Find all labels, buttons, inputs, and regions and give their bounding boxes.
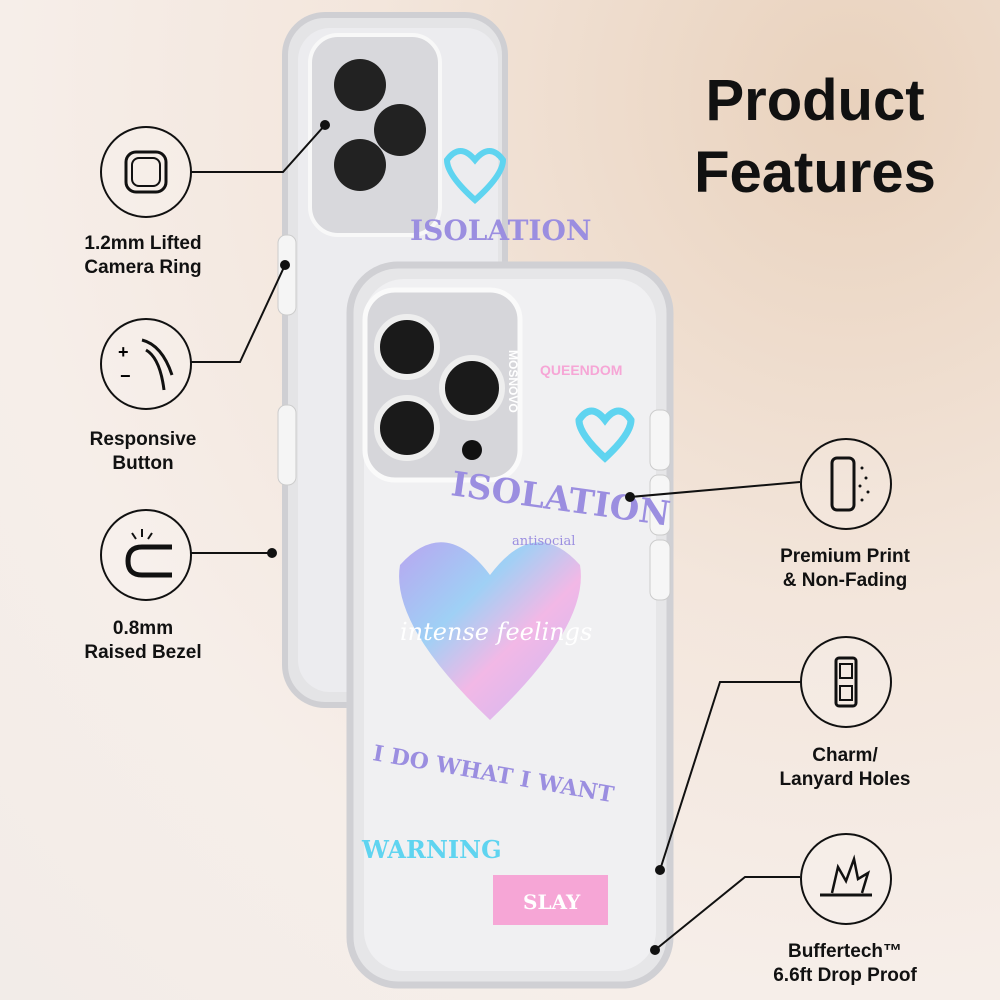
- front-phone-case: [346, 261, 674, 989]
- camera-ring-icon: [100, 126, 192, 218]
- print-warning: WARNING: [361, 835, 502, 864]
- button-press-icon: +−: [100, 318, 192, 410]
- print-slay: SLAY: [523, 890, 581, 914]
- svg-text:−: −: [120, 366, 131, 386]
- drop-impact-icon: [800, 833, 892, 925]
- svg-text:ISOLATION: ISOLATION: [410, 214, 592, 247]
- feature-lanyard-holes: Charm/Lanyard Holes: [779, 745, 911, 790]
- bezel-icon: [100, 509, 192, 601]
- page-title: Product Features: [660, 65, 970, 209]
- print-spray-icon: [800, 438, 892, 530]
- svg-text:+: +: [118, 342, 129, 362]
- leader-lines: [190, 120, 801, 955]
- brand-label: MOSNOVO: [506, 350, 520, 413]
- title-line-1: Product: [705, 68, 925, 133]
- feature-premium-print: Premium Print& Non-Fading: [780, 546, 910, 591]
- title-line-2: Features: [694, 140, 936, 205]
- print-queendom: QUEENDOM: [540, 362, 622, 378]
- lanyard-hole-icon: [800, 636, 892, 728]
- print-antisocial: antisocial: [512, 534, 575, 549]
- print-intense-feelings: intense feelings: [400, 618, 592, 646]
